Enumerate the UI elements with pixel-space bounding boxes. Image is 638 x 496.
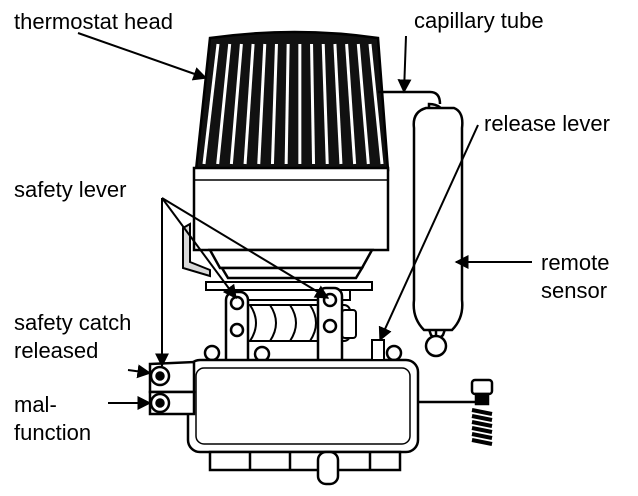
thermostat-head (192, 30, 390, 280)
head-rib (345, 43, 357, 165)
head-rib (270, 43, 278, 165)
label-malfunction-2: function (14, 420, 91, 445)
head-rib (257, 43, 267, 165)
label-thermostat-head: thermostat head (14, 9, 173, 34)
spring-coil (471, 432, 493, 440)
head-rib (333, 43, 343, 165)
malfunction-pin (149, 392, 171, 414)
adjustment-spring (418, 378, 494, 446)
remote-sensor (412, 102, 464, 358)
label-safety-lever: safety lever (14, 177, 127, 202)
label-safety-catch-1: safety catch (14, 310, 131, 335)
head-rib (356, 43, 370, 165)
spring-coil (471, 414, 493, 422)
spring-coil (471, 426, 493, 434)
label-safety-catch-2: released (14, 338, 98, 363)
head-rib (243, 43, 255, 165)
spring-coil (471, 420, 493, 428)
label-remote-sensor-2: sensor (541, 278, 607, 303)
head-rib (321, 43, 329, 165)
label-remote-sensor-1: remote (541, 250, 609, 275)
spring-coil (471, 408, 493, 416)
head-rib (368, 43, 384, 165)
head-rib (229, 43, 243, 165)
head-rib (310, 43, 316, 165)
label-capillary-tube: capillary tube (414, 8, 544, 33)
callout-lines (77, 32, 532, 410)
head-rib (216, 43, 232, 165)
label-release-lever: release lever (484, 111, 610, 136)
safety-lever-left (224, 290, 250, 372)
label-malfunction-1: mal- (14, 392, 57, 417)
capillary-tube (378, 90, 442, 105)
spring-coil (471, 438, 493, 446)
release-lever (371, 339, 385, 361)
head-rib (284, 43, 290, 165)
safety-catch-pin (149, 365, 171, 387)
head-rib (202, 43, 220, 165)
valve-housing (148, 344, 420, 486)
safety-lever-right (316, 286, 344, 370)
